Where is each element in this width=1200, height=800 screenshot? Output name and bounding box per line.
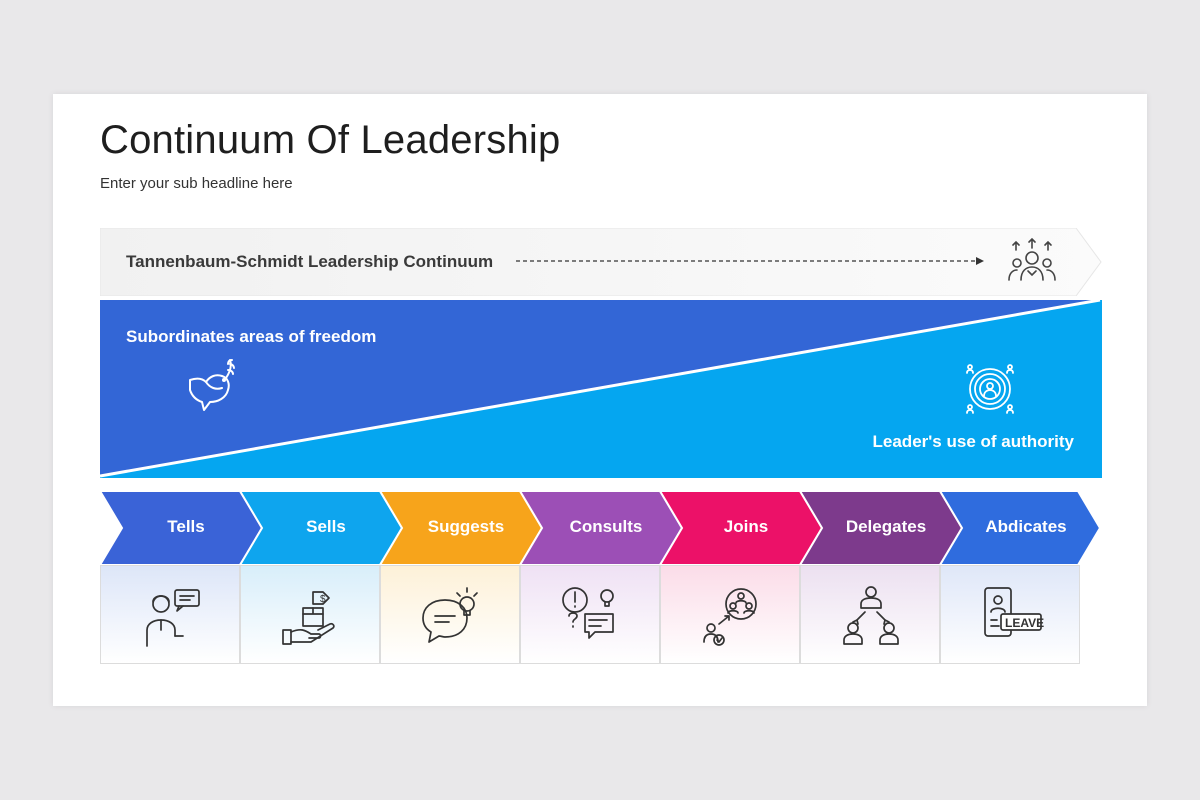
authority-label: Leader's use of authority [872,432,1074,451]
step-card-sells: $ [240,565,380,664]
continuum-banner-label: Tannenbaum-Schmidt Leadership Continuum [126,252,494,271]
page-title: Continuum Of Leadership [100,118,561,162]
step-card-abdicates: LEAVE [940,565,1080,664]
step-label-tells: Tells [167,517,205,536]
chevron-joins [658,491,824,565]
svg-text:LEAVE: LEAVE [1005,616,1044,630]
svg-text:$: $ [320,594,326,605]
step-label-suggests: Suggests [427,517,505,536]
step-card-consults [520,565,660,664]
freedom-label: Subordinates areas of freedom [126,327,377,346]
step-label-sells: Sells [306,517,346,536]
step-card-suggests [380,565,520,664]
freedom-authority-wedge [99,298,1102,483]
leadership-style-chevrons [100,491,1102,565]
page-subtitle: Enter your sub headline here [100,175,293,192]
chevron-consults [518,491,684,565]
chevron-abdicates [938,491,1102,565]
step-card-joins [660,565,800,664]
step-label-joins: Joins [723,517,769,536]
chevron-suggests [378,491,544,565]
chevron-tells [100,491,264,565]
step-card-delegates [800,565,940,664]
chevron-sells [238,491,404,565]
chevron-delegates [798,491,964,565]
step-card-tells [100,565,240,664]
step-label-delegates: Delegates [845,517,927,536]
leader-authority-icon [962,360,1018,423]
dove-icon [186,356,242,421]
continuum-banner: Tannenbaum-Schmidt Leadership Continuum [100,228,1102,296]
step-label-consults: Consults [569,517,643,536]
step-label-abdicates: Abdicates [985,517,1067,536]
